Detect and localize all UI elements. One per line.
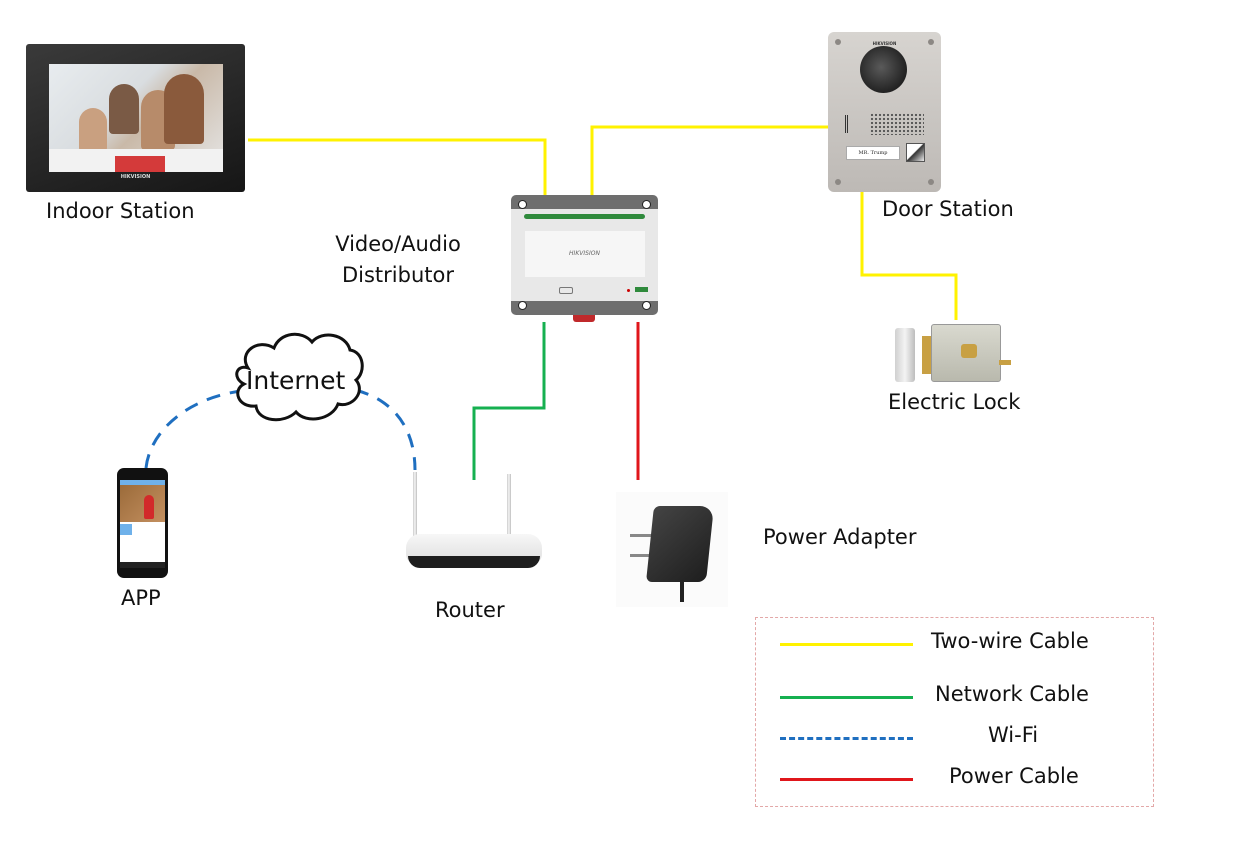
distributor-body: HIKVISION [511, 209, 658, 301]
power-adapter-prong [630, 534, 652, 537]
distributor-device: HIKVISION [511, 195, 658, 322]
app-phone-video-person [144, 495, 154, 519]
distributor-power-led [627, 289, 630, 292]
legend-swatch-wifi [780, 737, 913, 740]
family-photo-person [164, 74, 204, 144]
app-label: APP [121, 586, 161, 610]
family-photo-clothes [115, 156, 165, 172]
door-station-indicators [845, 115, 858, 133]
app-phone-video [120, 485, 165, 522]
distributor-screw [642, 301, 651, 310]
legend: Two-wire Cable Network Cable Wi-Fi Power… [755, 617, 1154, 807]
legend-swatch-network [780, 696, 913, 699]
door-station-screw [835, 179, 841, 185]
internet-cloud-icon [235, 332, 364, 422]
internet-label: Internet [246, 366, 346, 395]
legend-item-wifi: Wi-Fi [756, 723, 1153, 753]
family-photo-person [109, 84, 139, 134]
legend-label-wifi: Wi-Fi [988, 723, 1039, 747]
app-phone-device [117, 468, 168, 578]
distributor-front-panel [525, 231, 645, 277]
distributor-port [559, 287, 573, 294]
electric-lock-device [895, 320, 1025, 384]
power-adapter-label: Power Adapter [763, 525, 917, 549]
legend-item-power: Power Cable [756, 764, 1153, 794]
family-photo-person [79, 108, 107, 152]
door-station-brand: HIKVISION [872, 41, 897, 46]
indoor-station-screen [49, 64, 223, 172]
two-wire-cable-door-to-distributor [590, 125, 830, 196]
power-adapter-prong [630, 554, 652, 557]
legend-label-two-wire: Two-wire Cable [931, 629, 1089, 653]
legend-label-power: Power Cable [949, 764, 1079, 788]
app-phone-tab [120, 524, 132, 535]
indoor-station-device: HIKVISION [26, 44, 245, 192]
app-phone-nav-bar [120, 562, 165, 568]
door-station-speaker-grille [870, 113, 924, 135]
router-antenna [507, 474, 511, 538]
electric-lock-label: Electric Lock [888, 390, 1021, 414]
two-wire-cable-indoor-to-distributor [248, 138, 547, 196]
app-phone-screen [120, 480, 165, 568]
distributor-screw [642, 200, 651, 209]
power-adapter-body [646, 506, 714, 582]
distributor-screw [518, 301, 527, 310]
door-station-label: Door Station [882, 197, 1014, 221]
network-cable-distributor-to-router [472, 322, 546, 480]
power-adapter-device [616, 492, 728, 607]
app-phone-title-bar [120, 480, 165, 485]
legend-item-network: Network Cable [756, 682, 1153, 712]
door-station-call-button [906, 143, 925, 162]
lock-lever [999, 360, 1011, 365]
router-front-strip [408, 556, 540, 568]
legend-item-two-wire: Two-wire Cable [756, 629, 1153, 659]
wifi-link-internet-to-router [354, 388, 417, 471]
router-device [400, 472, 545, 578]
wifi-link-app-to-internet [144, 388, 251, 469]
door-station-nameplate-text: MR. Trump [858, 150, 888, 156]
door-station-screw [928, 179, 934, 185]
legend-label-network: Network Cable [935, 682, 1089, 706]
power-adapter-cord [680, 580, 684, 602]
door-station-nameplate: MR. Trump [846, 146, 900, 160]
legend-swatch-power [780, 778, 913, 781]
distributor-label: Video/Audio Distributor [326, 229, 470, 291]
distributor-brand: HIKVISION [569, 250, 600, 257]
lock-cylinder [961, 344, 977, 358]
two-wire-cable-door-to-lock [860, 192, 958, 320]
distributor-label-line1: Video/Audio [335, 232, 461, 256]
distributor-screw [518, 200, 527, 209]
legend-swatch-two-wire [780, 643, 913, 646]
lock-strike-plate [895, 328, 915, 382]
indoor-station-label: Indoor Station [46, 199, 195, 223]
distributor-label-line2: Distributor [341, 263, 454, 287]
door-station-device: HIKVISION MR. Trump [828, 32, 941, 192]
router-label: Router [435, 598, 505, 622]
distributor-power-connector [635, 287, 648, 292]
router-antenna [413, 472, 417, 542]
distributor-clip [573, 315, 595, 322]
door-station-screw [835, 39, 841, 45]
door-station-screw [928, 39, 934, 45]
distributor-terminal-block [524, 214, 645, 219]
door-station-camera [860, 46, 907, 93]
indoor-station-brand: HIKVISION [120, 174, 151, 180]
